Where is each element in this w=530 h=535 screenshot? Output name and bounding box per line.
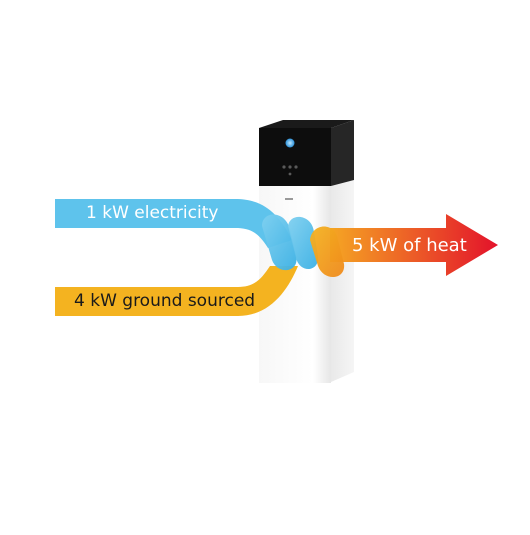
heat-arrow (330, 214, 498, 276)
coil-blue-2 (288, 216, 319, 270)
coil-yellow-1 (310, 226, 345, 278)
coil-blue-1 (262, 214, 297, 271)
control-buttons (282, 165, 298, 176)
unit-display-side (331, 120, 354, 186)
brand-logo-icon (285, 138, 295, 148)
heat-exchanger-coils (262, 214, 345, 278)
unit-badge (285, 198, 293, 200)
unit-display-panel (259, 120, 354, 128)
electricity-flow-band (55, 199, 292, 248)
unit-display-front (259, 128, 331, 186)
ground-flow-band (55, 266, 298, 316)
